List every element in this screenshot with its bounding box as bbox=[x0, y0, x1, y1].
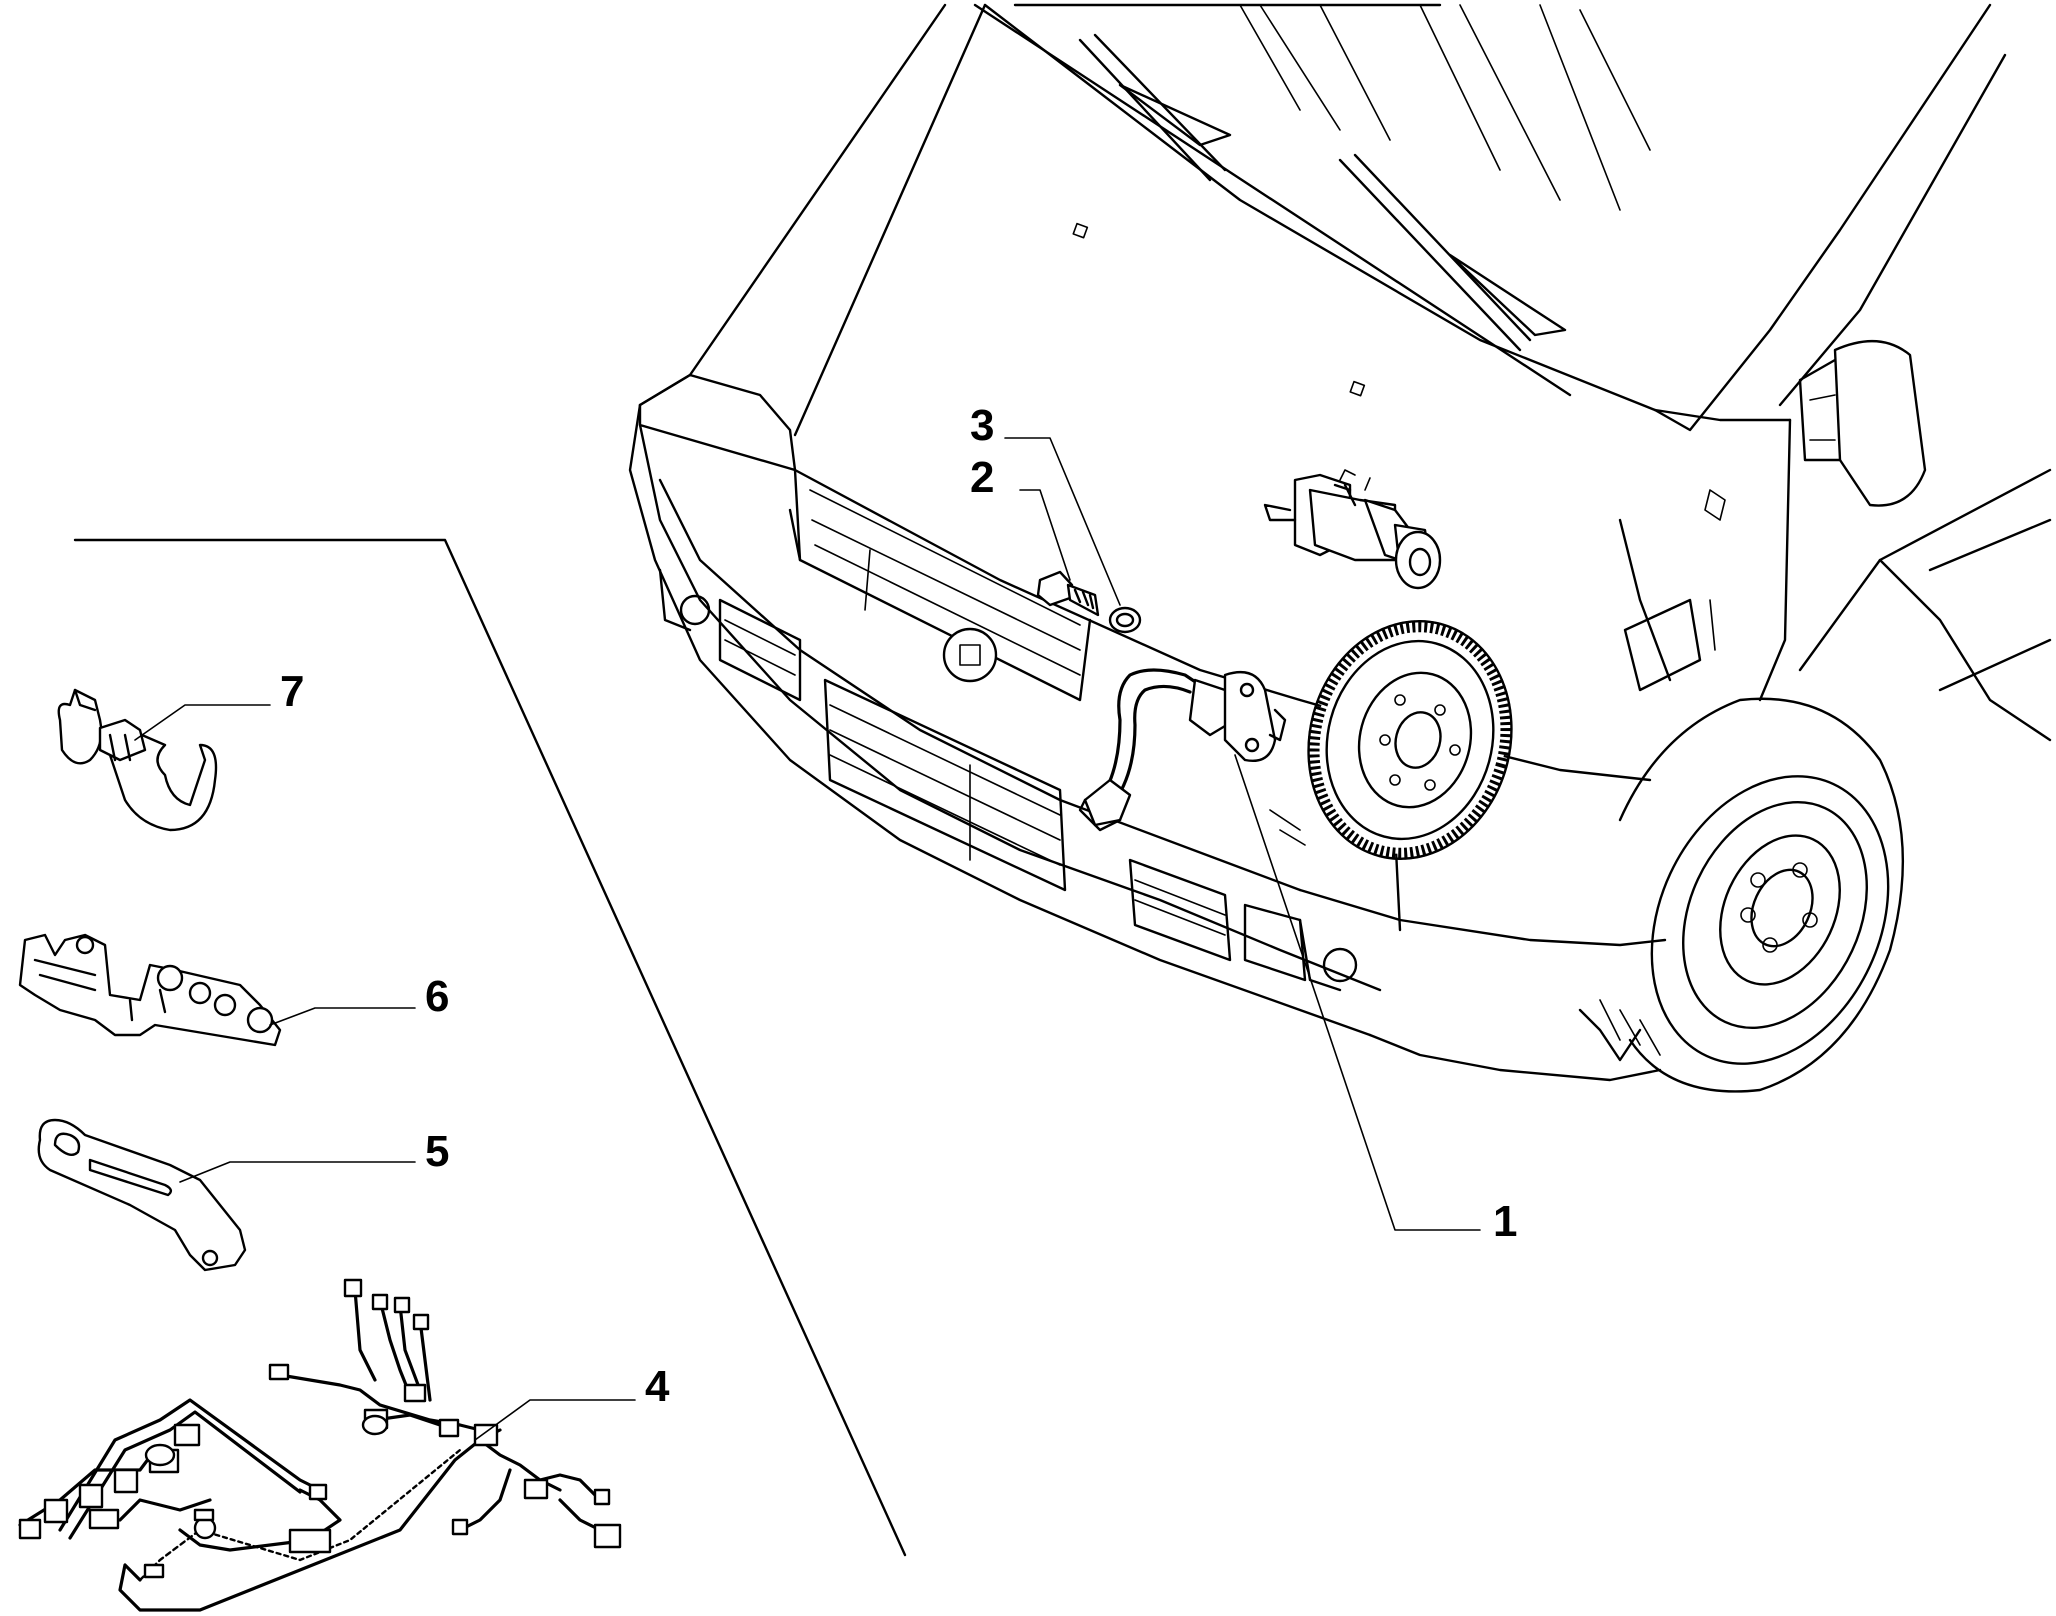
leader-line-5 bbox=[179, 1161, 416, 1183]
van-front-body bbox=[628, 3, 2052, 1082]
leader-line-1 bbox=[1234, 754, 1481, 1231]
lower-grille bbox=[718, 598, 1307, 982]
part-7-clamp bbox=[57, 688, 218, 832]
callout-5: 5 bbox=[425, 1127, 450, 1176]
callout-1: 1 bbox=[1493, 1197, 1518, 1246]
callout-2: 2 bbox=[970, 453, 995, 502]
callout-3: 3 bbox=[970, 401, 995, 450]
section-divider-line bbox=[73, 538, 907, 1557]
part-3-washer bbox=[1108, 606, 1142, 634]
part-2-bolt bbox=[1036, 570, 1100, 617]
callout-4: 4 bbox=[645, 1362, 670, 1411]
callout-7: 7 bbox=[280, 667, 305, 716]
leader-line-4 bbox=[474, 1399, 636, 1441]
part-5-strap bbox=[37, 1118, 247, 1272]
starter-motor bbox=[1263, 469, 1442, 590]
front-wheel bbox=[1578, 697, 1904, 1093]
part-4-wiring-harness bbox=[18, 1278, 622, 1612]
leader-lines bbox=[134, 437, 1481, 1441]
part-1-sensor bbox=[1078, 668, 1287, 832]
callout-6: 6 bbox=[425, 972, 450, 1021]
leader-line-6 bbox=[269, 1007, 416, 1026]
leader-line-7 bbox=[134, 704, 271, 741]
leader-line-3 bbox=[1004, 437, 1121, 606]
flywheel bbox=[1307, 620, 1513, 860]
leader-line-2 bbox=[1019, 489, 1071, 581]
part-6-bracket bbox=[18, 933, 282, 1047]
